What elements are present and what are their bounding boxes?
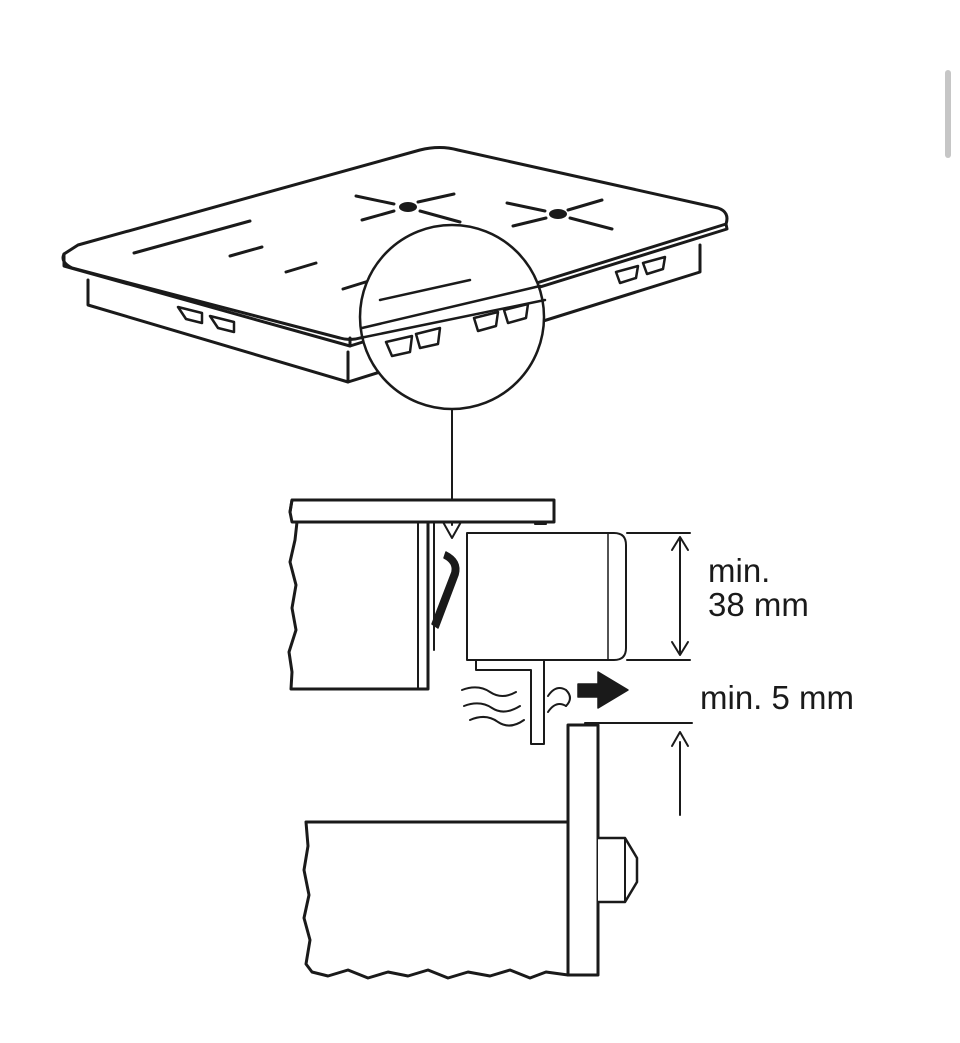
detail-pointer-arrowhead	[442, 521, 462, 539]
detail-magnifier	[358, 223, 547, 411]
gap-label: min. 5 mm	[700, 679, 854, 716]
cabinet-drawer	[302, 820, 570, 980]
fixing-clip-section	[431, 551, 460, 629]
cabinet-knob-icon	[596, 836, 639, 904]
fixing-clips	[176, 255, 667, 334]
worktop	[288, 498, 556, 524]
airflow-icon	[461, 686, 571, 727]
bottom-bracket	[475, 659, 545, 745]
cooking-zone-right-icon	[505, 198, 614, 231]
zone-mark	[228, 245, 264, 258]
height-label-line2: 38 mm	[708, 586, 809, 623]
hob-housing-section	[466, 532, 627, 661]
hob-illustration	[61, 146, 729, 539]
cooking-zone-center-icon	[354, 192, 462, 224]
zone-mark	[132, 219, 252, 255]
airflow-arrow-icon	[577, 671, 629, 709]
height-label-line1: min.	[708, 552, 770, 589]
height-dimension-arrow	[626, 532, 691, 661]
scrollbar[interactable]	[945, 70, 951, 158]
zone-mark	[284, 261, 318, 274]
worktop-body	[287, 520, 430, 691]
gap-dimension-arrow	[584, 722, 693, 816]
cabinet-side-panel	[566, 723, 600, 977]
cross-section-illustration	[287, 498, 693, 980]
